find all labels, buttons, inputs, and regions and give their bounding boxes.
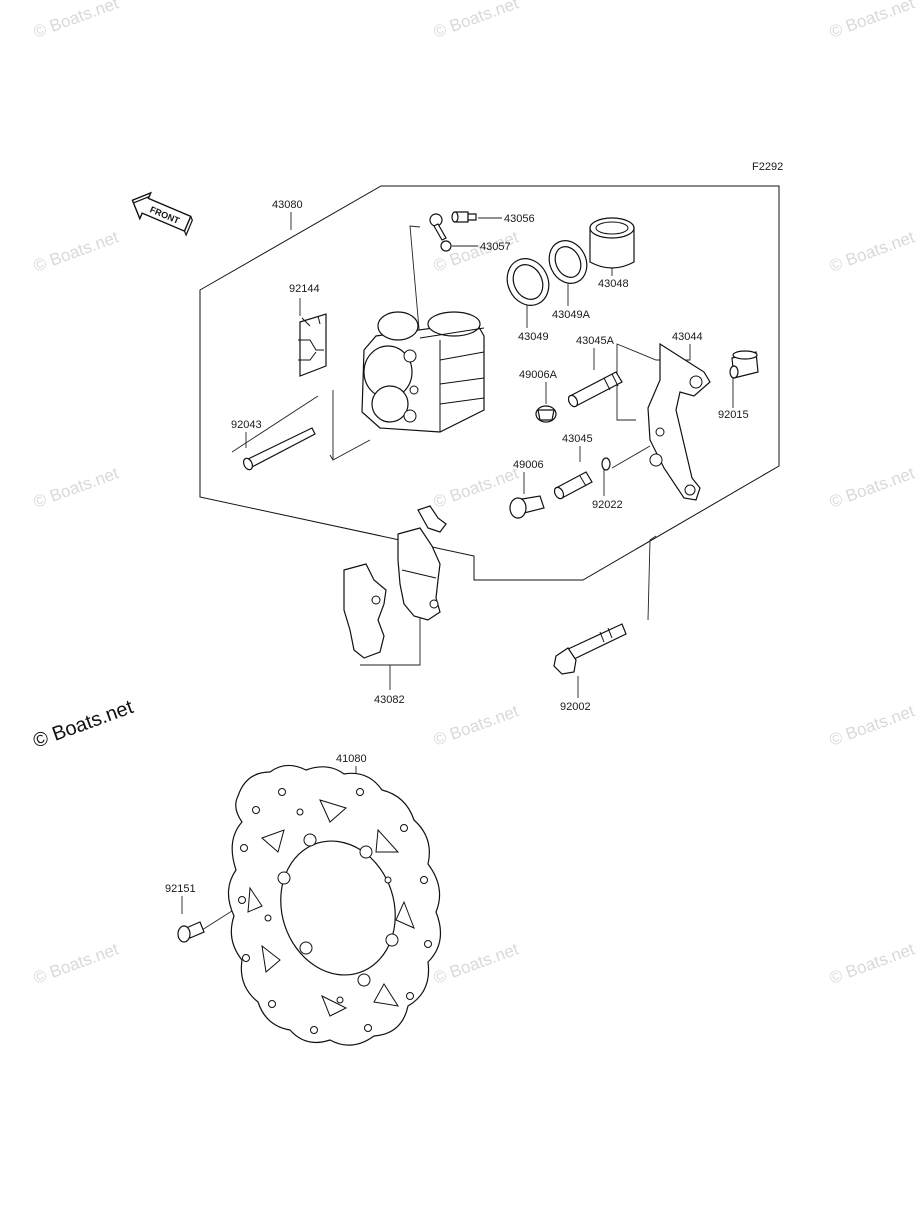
reference-code: F2292 [752,161,783,173]
sleeve-a-part [567,371,623,408]
front-arrow-icon: FRONT [131,191,193,237]
bleed-screw-part [451,211,477,223]
part-label-41080: 41080 [336,753,367,765]
brake-disc-part [227,764,442,1046]
bleed-cap-part [429,213,452,252]
part-label-43044: 43044 [672,331,703,343]
disc-bolt-part [177,921,205,943]
piston-part [589,217,635,269]
watermark: © Boats.net [431,463,521,511]
watermark: © Boats.net [31,227,121,275]
watermark: © Boats.net [31,939,121,987]
part-label-92002: 92002 [560,701,591,713]
pad-pin-part [242,427,316,471]
part-label-43057: 43057 [480,241,511,253]
bracket-sleeve-part [729,350,759,379]
watermark: © Boats.net [31,463,121,511]
part-label-92043: 92043 [231,419,262,431]
sleeve-part [553,471,593,500]
part-label-43049a: 43049A [552,309,591,321]
watermark: © Boats.net [827,227,916,275]
parts-layer [177,211,759,1046]
watermark: © Boats.net [431,939,521,987]
bracket-bolt-part [553,623,627,675]
part-label-92151: 92151 [165,883,196,895]
watermark: © Boats.net [827,463,916,511]
watermark: © Boats.net [431,0,521,42]
part-label-92144: 92144 [289,283,320,295]
part-label-43045: 43045 [562,433,593,445]
part-label-43080: 43080 [272,199,303,211]
caliper-bracket-part [647,342,711,501]
brand-watermark: © Boats.net [30,696,136,753]
watermark-layer: © Boats.net © Boats.net © Boats.net © Bo… [31,0,916,988]
brake-pads-part [343,505,447,659]
leader-lines [181,212,734,931]
part-label-49006: 49006 [513,459,544,471]
watermark: © Boats.net [827,0,916,42]
part-label-43049: 43049 [518,331,549,343]
part-label-43056: 43056 [504,213,535,225]
watermark: © Boats.net [827,701,916,749]
part-label-92022: 92022 [592,499,623,511]
boot-a-part [535,405,557,423]
watermark: © Boats.net [827,939,916,987]
caliper-body-part [361,311,485,433]
pad-spring-part [298,313,327,377]
boot-part [509,495,545,519]
part-label-92015: 92015 [718,409,749,421]
caliper-assembly-outline [199,185,780,581]
circlip-part [601,457,611,471]
part-label-49006a: 49006A [519,369,558,381]
watermark: © Boats.net [31,0,121,42]
part-label-43082: 43082 [374,694,405,706]
part-label-43048: 43048 [598,278,629,290]
watermark: © Boats.net [431,701,521,749]
part-labels: 43080 43056 43057 43048 43049A 43049 921… [165,199,749,895]
part-label-43045a: 43045A [576,335,615,347]
piston-seal-part [506,258,550,306]
dust-seal-part [548,240,588,284]
